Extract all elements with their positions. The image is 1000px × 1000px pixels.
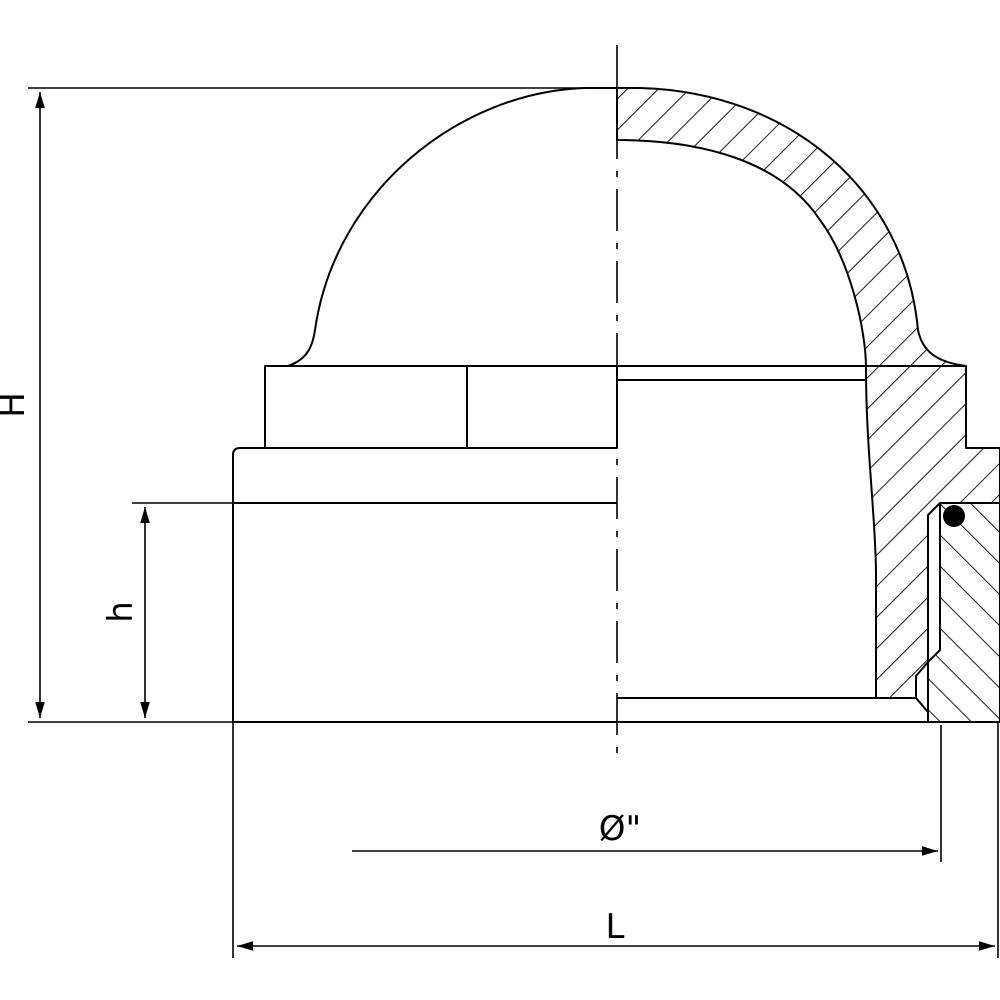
o-ring-seal — [943, 505, 965, 527]
section-half — [616, 87, 1000, 723]
dimension-H-label: H — [0, 392, 33, 418]
dimension-h-label: h — [101, 601, 141, 623]
collar-band — [232, 447, 617, 722]
dimension-L: L — [232, 722, 999, 958]
dimension-L-label: L — [606, 907, 625, 947]
exterior-half — [232, 87, 618, 723]
dome-outline — [287, 87, 617, 367]
dimension-H: H — [0, 87, 617, 723]
shell-section — [616, 87, 1000, 699]
insert-section — [927, 502, 1000, 723]
dimension-h: h — [101, 502, 233, 718]
dimension-diameter: Ø" — [352, 725, 942, 862]
base-flange — [617, 697, 929, 722]
dimension-diameter-label: Ø" — [599, 809, 641, 849]
hex-shoulder — [264, 365, 618, 449]
